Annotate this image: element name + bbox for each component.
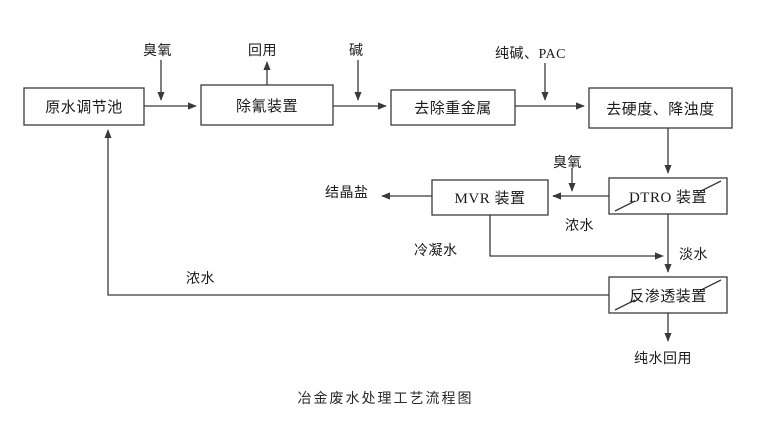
node-box-cyanide-removal bbox=[200, 84, 334, 126]
edge-label-ozone-1: 臭氧 bbox=[143, 44, 172, 59]
edge-ro-brine-return bbox=[104, 129, 609, 296]
node-box-reverse-osmosis bbox=[608, 276, 728, 314]
corner-tick-icon bbox=[700, 180, 722, 192]
edge-label-fresh-water: 淡水 bbox=[679, 248, 708, 263]
edge-label-alkali: 碱 bbox=[349, 44, 364, 59]
edge-label-soda-pac: 纯碱、PAC bbox=[495, 47, 566, 62]
node-box-raw-water-tank bbox=[23, 87, 145, 126]
edge-label-condensate: 冷凝水 bbox=[414, 244, 458, 259]
node-box-softening-turbidity bbox=[588, 87, 733, 129]
edge-label-ozone-2: 臭氧 bbox=[553, 156, 582, 171]
edge-label-reuse: 回用 bbox=[248, 44, 277, 59]
edge-label-brine-return: 浓水 bbox=[186, 272, 215, 287]
edge-label-pure-water-reuse: 纯水回用 bbox=[634, 352, 692, 367]
edge-label-crystal-salt: 结晶盐 bbox=[325, 186, 369, 201]
node-rectangles bbox=[23, 84, 733, 314]
corner-tick-icon bbox=[614, 299, 636, 311]
edge-label-brine-dtro: 浓水 bbox=[565, 219, 594, 234]
connector-lines bbox=[104, 60, 672, 342]
node-box-dtro-unit bbox=[608, 177, 728, 215]
corner-tick-icon bbox=[700, 279, 722, 291]
node-box-heavy-metal-removal bbox=[390, 89, 516, 126]
node-box-mvr-unit bbox=[431, 179, 549, 216]
figure-caption: 冶金废水处理工艺流程图 bbox=[297, 392, 474, 407]
edge-mvr-condensate bbox=[489, 215, 664, 260]
corner-tick-icon bbox=[614, 200, 636, 212]
membrane-corner-ticks bbox=[614, 180, 722, 311]
